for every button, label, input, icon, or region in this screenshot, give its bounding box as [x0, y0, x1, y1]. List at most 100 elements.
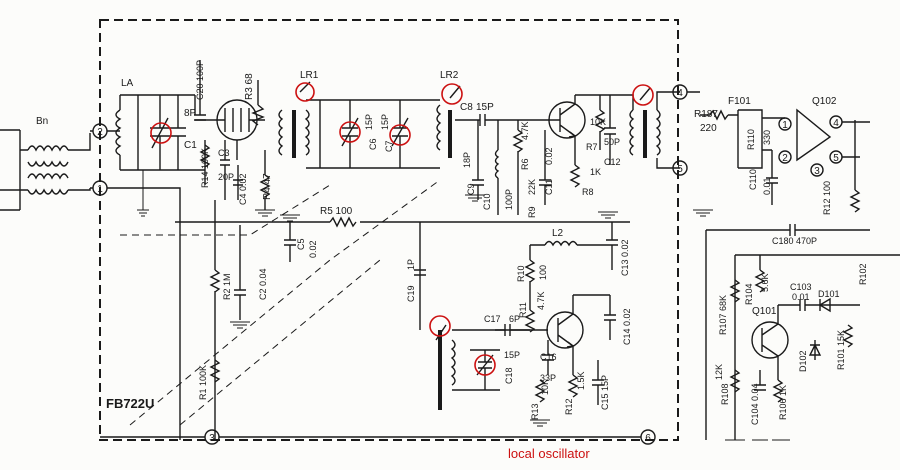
bn-label: Bn [36, 116, 48, 127]
la-label: LA [121, 78, 134, 89]
svg-text:L2: L2 [552, 228, 564, 239]
svg-text:12K: 12K [714, 364, 724, 380]
lr1-label: LR1 [300, 70, 319, 81]
svg-text:C180 470P: C180 470P [772, 236, 817, 246]
svg-text:2: 2 [97, 127, 103, 138]
svg-text:Q101: Q101 [752, 306, 777, 317]
svg-text:330: 330 [762, 130, 772, 145]
terminal-2[interactable]: 2 [92, 123, 108, 139]
if-transformer-mark[interactable] [632, 84, 654, 106]
svg-text:3: 3 [814, 166, 820, 177]
svg-text:C1: C1 [184, 140, 197, 151]
svg-text:Q102: Q102 [812, 96, 837, 107]
svg-text:6P: 6P [509, 314, 520, 324]
balun-bn: Bn [0, 116, 91, 211]
svg-text:5: 5 [677, 164, 683, 175]
svg-text:R5 100: R5 100 [320, 206, 353, 217]
svg-text:0.02: 0.02 [308, 240, 318, 258]
svg-text:R14 100K: R14 100K [200, 148, 210, 188]
terminal-5[interactable]: 5 [672, 160, 688, 176]
svg-text:33P: 33P [540, 373, 556, 383]
ic-pin-2[interactable]: 2 [778, 150, 792, 164]
svg-text:15P: 15P [476, 102, 494, 113]
svg-text:C11: C11 [544, 179, 554, 195]
ic-amplifier [796, 108, 832, 162]
ic-pin-1[interactable]: 1 [778, 117, 792, 131]
svg-text:C3: C3 [218, 148, 230, 158]
svg-text:R110: R110 [746, 129, 756, 150]
svg-text:D101: D101 [818, 289, 840, 299]
svg-text:4: 4 [833, 118, 839, 129]
svg-text:C10: C10 [482, 193, 492, 210]
svg-text:R101 15K: R101 15K [836, 330, 846, 370]
svg-text:1.5K: 1.5K [576, 371, 586, 390]
svg-text:R2 1M: R2 1M [222, 273, 232, 300]
svg-text:3: 3 [209, 433, 215, 444]
svg-text:C14 0.02: C14 0.02 [622, 308, 632, 345]
svg-text:100P: 100P [504, 189, 514, 210]
q101-transistor [751, 305, 789, 380]
svg-text:220: 220 [700, 123, 717, 134]
svg-text:2: 2 [782, 153, 788, 164]
svg-text:6: 6 [645, 433, 651, 444]
svg-text:0.01: 0.01 [792, 292, 810, 302]
ic-pin-5[interactable]: 5 [829, 150, 843, 164]
antenna-coil-la: LA 8P C1 [115, 78, 197, 217]
terminal-3[interactable]: 3 [204, 429, 220, 445]
svg-text:15P: 15P [364, 114, 374, 130]
module-boundary [99, 19, 679, 441]
module-label: FB722U [106, 396, 154, 411]
svg-text:R1 100K: R1 100K [198, 365, 208, 400]
svg-text:R8: R8 [582, 187, 594, 197]
transformer-lr1: LR1 15P C6 [278, 70, 385, 169]
svg-text:R104: R104 [744, 283, 754, 305]
lr2-tuning-mark[interactable] [441, 83, 463, 105]
svg-text:R3 68: R3 68 [244, 73, 255, 100]
svg-text:C15 15P: C15 15P [600, 375, 610, 410]
svg-text:C18: C18 [504, 367, 514, 384]
svg-text:18P: 18P [462, 152, 472, 168]
svg-text:0.02: 0.02 [544, 147, 554, 165]
svg-text:R13: R13 [530, 403, 540, 420]
svg-text:1: 1 [782, 120, 788, 131]
svg-text:C19: C19 [406, 285, 416, 302]
terminal-1[interactable]: 1 [92, 180, 108, 196]
svg-text:C6: C6 [368, 138, 378, 150]
svg-text:50P: 50P [604, 137, 620, 147]
svg-text:5: 5 [833, 153, 839, 164]
svg-text:R6: R6 [520, 158, 530, 170]
osc-trimmer-mark[interactable] [474, 354, 496, 376]
lr2-label: LR2 [440, 70, 459, 81]
terminal-6[interactable]: 6 [640, 429, 656, 445]
svg-text:R106 1K: R106 1K [778, 385, 788, 420]
svg-text:C8: C8 [460, 102, 473, 113]
svg-text:C110: C110 [748, 169, 758, 190]
svg-text:C12: C12 [604, 157, 621, 167]
tube: R3 68 [215, 73, 265, 160]
svg-text:0.01: 0.01 [762, 177, 772, 195]
svg-text:C2 0.04: C2 0.04 [258, 268, 268, 300]
mixer-transistor [548, 95, 586, 165]
svg-text:R102: R102 [858, 263, 868, 285]
la-trimmer-mark[interactable] [150, 122, 172, 144]
ic-pin-4[interactable]: 4 [829, 115, 843, 129]
svg-text:C16: C16 [540, 352, 557, 362]
svg-text:R11: R11 [518, 302, 528, 318]
svg-text:C9: C9 [466, 183, 476, 195]
lr1-tuning-mark[interactable] [295, 82, 315, 102]
svg-text:R187: R187 [694, 109, 718, 120]
svg-text:D102: D102 [798, 350, 808, 372]
lr1-trimmer-mark[interactable] [339, 121, 361, 143]
svg-text:R7: R7 [586, 142, 598, 152]
lr2-trimmer-mark[interactable] [389, 124, 411, 146]
svg-text:15P: 15P [504, 350, 520, 360]
svg-text:C103: C103 [790, 282, 812, 292]
osc-coil-tuning-mark[interactable] [429, 315, 451, 337]
svg-text:C20 100P: C20 100P [195, 60, 205, 100]
svg-text:1K: 1K [590, 167, 601, 177]
ic-pin-3[interactable]: 3 [810, 163, 824, 177]
svg-text:C4 0.02: C4 0.02 [238, 173, 248, 205]
svg-text:4.7K: 4.7K [520, 121, 530, 140]
